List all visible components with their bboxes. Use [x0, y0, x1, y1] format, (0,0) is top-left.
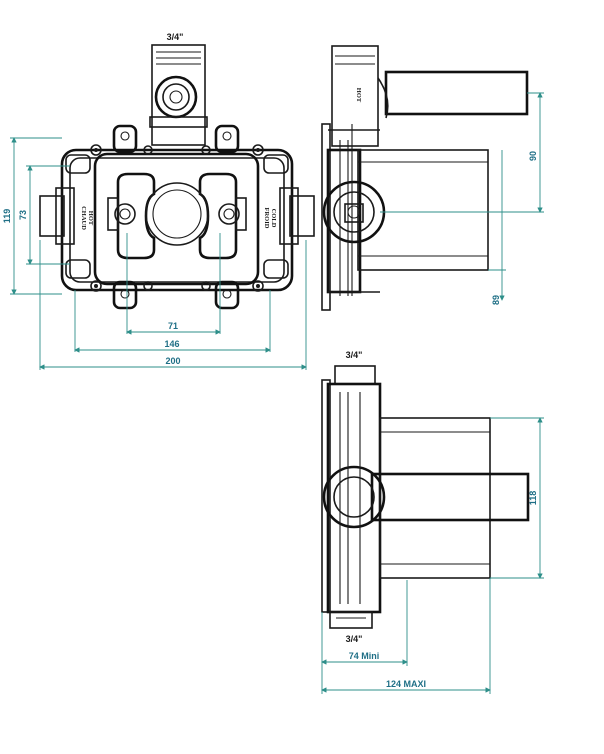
cold-cavity	[198, 172, 238, 260]
top-inlet-thread-label: 3/4"	[167, 32, 184, 42]
fitting-2	[322, 465, 386, 529]
screws	[90, 144, 264, 292]
dim-inner-width: 146	[164, 339, 179, 349]
inlet-pipe	[151, 44, 206, 146]
body-2	[379, 417, 491, 579]
dim-inner-height: 73	[18, 210, 28, 220]
side-view-2	[321, 365, 530, 629]
front-view: CHAUD HOT FROID COLD	[39, 44, 315, 310]
dim-overall-height: 119	[2, 209, 12, 224]
housing-inner	[93, 152, 260, 286]
center-bore	[145, 182, 209, 246]
dim-port-spacing: 71	[168, 321, 178, 331]
side-view-2-dimensions	[321, 417, 544, 694]
handle-tube-2	[370, 472, 530, 522]
dim-max-depth: 124 MAXI	[386, 679, 426, 689]
hot-cavity	[116, 172, 156, 260]
right-port	[289, 195, 315, 237]
dim-overall-width: 200	[165, 356, 180, 366]
side-view-dimensions	[380, 92, 544, 301]
housing-outer	[60, 148, 294, 292]
dim-side-lower: 89	[491, 295, 501, 305]
side2-bottom-thread-label: 3/4"	[346, 634, 363, 644]
handle-tube	[384, 70, 529, 116]
dim-side-depth: 90	[528, 151, 538, 161]
inlet-fitting	[154, 75, 198, 119]
dim-side2-height: 118	[528, 491, 538, 506]
side2-top-thread-label: 3/4"	[346, 350, 363, 360]
side-pipe	[331, 45, 379, 147]
cold-label: COLD	[270, 209, 277, 228]
hot-pipe-label: HOT	[355, 88, 362, 103]
left-port	[39, 195, 65, 237]
front-view-dimensions	[10, 137, 307, 370]
dim-min-depth: 74 Mini	[349, 651, 380, 661]
mounting-ears	[65, 124, 289, 310]
cold-label-alt: FROID	[263, 208, 270, 229]
side-body	[357, 149, 489, 271]
hot-label: HOT	[87, 211, 94, 226]
hot-label-alt: CHAUD	[80, 206, 87, 230]
side-fitting	[322, 180, 386, 244]
